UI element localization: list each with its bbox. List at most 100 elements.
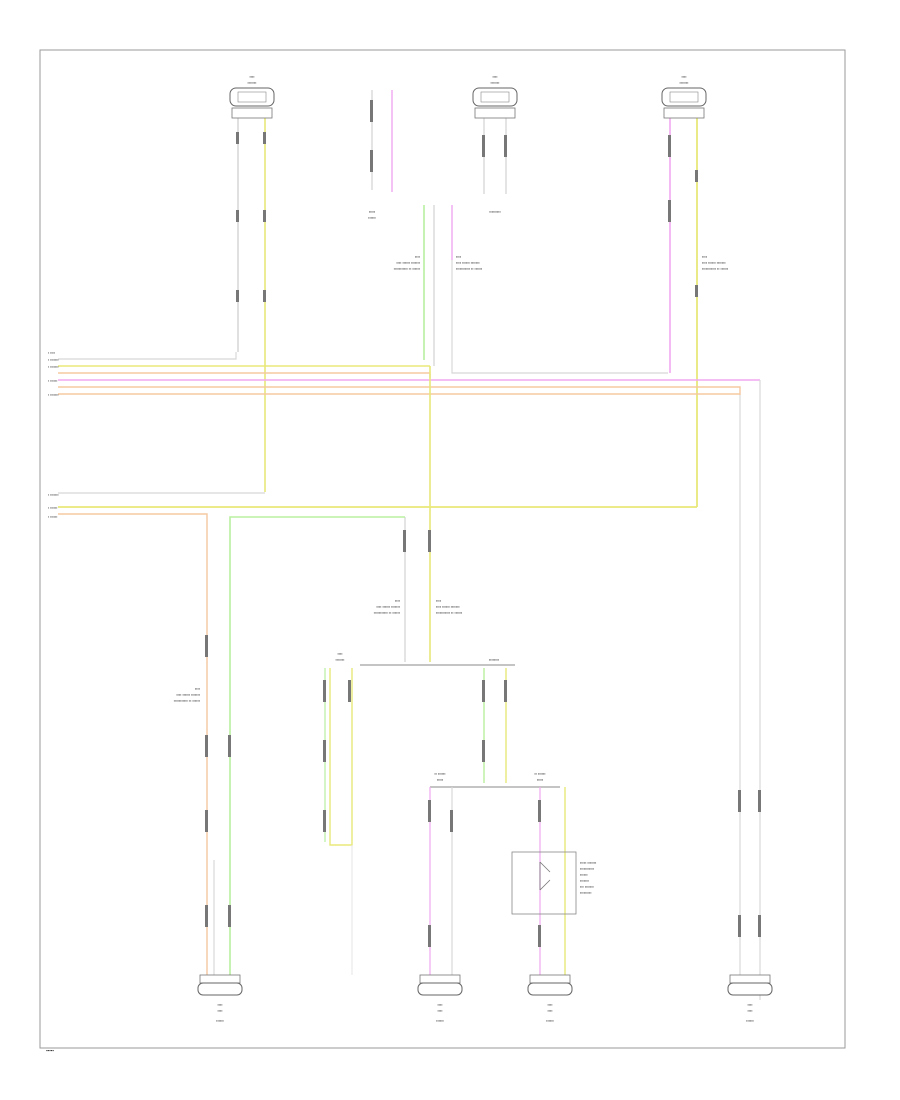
wire-tags (205, 100, 761, 947)
wire-tag-mark (695, 285, 698, 297)
switch-note-line-2: ▪▪▪▪▪▪▪▪▪▪▪ (580, 867, 594, 871)
wire-tag-mark (758, 790, 761, 812)
bottom-speaker-2-label-2: ▪▪▪▪ (437, 1009, 442, 1013)
harness-note-mid-line-2: ▪▪▪▪ ▪▪▪▪▪▪ ▪▪▪▪▪▪▪ (456, 261, 480, 265)
wire-tag-mark (758, 915, 761, 937)
wire-tag-mark (538, 925, 541, 947)
wire-yellow-junction-left (329, 668, 353, 846)
bottom-speaker-2-body (417, 982, 463, 996)
top-speaker-right-body (661, 87, 707, 107)
harness-note-right: ▪▪▪▪ ▪▪▪▪ ▪▪▪▪▪▪ ▪▪▪▪▪▪▪ ▪▪▪▪▪▪▪▪▪▪▪ ▪▪ … (702, 255, 728, 271)
harness-note-right-line-2: ▪▪▪▪ ▪▪▪▪▪▪ ▪▪▪▪▪▪▪ (702, 261, 726, 265)
bottom-speaker-1: ▪▪▪▪ ▪▪▪▪ ▪▪▪▪▪▪ (197, 974, 243, 1023)
harness-note-bottom-left: ▪▪▪▪ ▪▪▪▪ ▪▪▪▪▪▪ ▪▪▪▪▪▪▪ ▪▪▪▪▪▪▪▪▪▪▪ ▪▪ … (174, 687, 200, 703)
bus-upper-grey (58, 352, 237, 360)
switch-note-line-4: ▪▪▪▪▪▪▪ (580, 879, 589, 883)
harness-note-right-line-3: ▪▪▪▪▪▪▪▪▪▪▪ ▪▪ ▪▪▪▪▪▪ (702, 267, 728, 271)
top-speaker-right-label-1: ▪▪▪▪ (681, 75, 686, 79)
top-speaker-left: ▪▪▪▪ ▪▪▪▪▪▪▪ (229, 75, 275, 119)
bottom-speaker-2-label-1: ▪▪▪▪ (437, 1003, 442, 1007)
wire-tag-mark (738, 915, 741, 937)
footer-code: ▪▪▪▪▪ (46, 1048, 54, 1053)
wire-tag-mark (450, 810, 453, 832)
bottom-speaker-4-body (727, 982, 773, 996)
bus-upper-label-5: ▪ ▪▪▪▪▪▪▪ (48, 393, 59, 397)
wire-tag-mark (348, 680, 351, 702)
wire-tag-mark (738, 790, 741, 812)
wire-tag-mark (236, 132, 239, 144)
bus-upper-label-1: ▪ ▪▪▪▪ (48, 351, 55, 355)
top-speaker-center-label-2: ▪▪▪▪▪▪▪ (491, 81, 500, 85)
harness-note-left-line-1: ▪▪▪▪ (415, 255, 420, 259)
small-unit-left-label-2: ▪▪▪▪▪▪ (368, 216, 376, 220)
wire-tag-mark (205, 810, 208, 832)
wire-tag-mark (370, 150, 373, 172)
harness-note-center-left-line-1: ▪▪▪▪ (395, 599, 400, 603)
splice-right-label-1: ▪▪ ▪▪▪▪▪▪ (534, 772, 545, 776)
harness-note-center-right: ▪▪▪▪ ▪▪▪▪ ▪▪▪▪▪▪ ▪▪▪▪▪▪▪ ▪▪▪▪▪▪▪▪▪▪▪ ▪▪ … (436, 599, 462, 615)
top-speaker-left-connector (231, 107, 273, 119)
bottom-speaker-2: ▪▪▪▪ ▪▪▪▪ ▪▪▪▪▪▪ (417, 974, 463, 1023)
bus-upper-label-4: ▪ ▪▪▪▪▪▪ (48, 379, 57, 383)
bottom-speaker-1-label-1: ▪▪▪▪ (217, 1003, 222, 1007)
switch-note-line-1: ▪▪▪▪▪ ▪▪▪▪▪▪▪ (580, 861, 596, 865)
wire-tag-mark (263, 132, 266, 144)
top-speaker-right-connector (663, 107, 705, 119)
wire-tag-mark (504, 135, 507, 157)
small-unit-mid-label: ▪▪▪▪▪▪▪▪▪ (489, 210, 500, 214)
diagram-frame (39, 49, 846, 1049)
switch-note-line-5: ▪▪▪ ▪▪▪▪▪▪▪ (580, 885, 594, 889)
wire-tag-mark (482, 135, 485, 157)
bottom-speaker-3-label-1: ▪▪▪▪ (547, 1003, 552, 1007)
bottom-speaker-4: ▪▪▪▪ ▪▪▪▪ ▪▪▪▪▪▪ (727, 974, 773, 1023)
wire-tag-mark (205, 635, 208, 657)
bottom-speaker-1-connector (199, 974, 241, 984)
harness-note-center-left-line-3: ▪▪▪▪▪▪▪▪▪▪▪ ▪▪ ▪▪▪▪▪▪ (374, 611, 400, 615)
harness-note-center-left-line-2: ▪▪▪▪ ▪▪▪▪▪▪ ▪▪▪▪▪▪▪ (376, 605, 400, 609)
inline-filter-outline (511, 851, 577, 915)
wire-tag-mark (370, 100, 373, 122)
bottom-speaker-2-connector (419, 974, 461, 984)
wire-tag-mark (228, 905, 231, 927)
harness-note-center-right-line-3: ▪▪▪▪▪▪▪▪▪▪▪ ▪▪ ▪▪▪▪▪▪ (436, 611, 462, 615)
top-speaker-left-cone (237, 91, 267, 103)
wire-tag-mark (236, 210, 239, 222)
bottom-speaker-1-label-3: ▪▪▪▪▪▪ (216, 1019, 224, 1023)
splice-right-label-2: ▪▪▪▪▪ (537, 778, 543, 782)
harness-note-right-line-1: ▪▪▪▪ (702, 255, 707, 259)
bus-upper-label-3: ▪ ▪▪▪▪▪▪▪ (48, 365, 59, 369)
harness-note-center-right-line-1: ▪▪▪▪ (436, 599, 441, 603)
junction-left-label-1: ▪▪▪▪ (337, 652, 342, 656)
bus-lower-labels: ▪ ▪▪▪▪▪▪▪ ▪ ▪▪▪▪▪▪ ▪ ▪▪▪▪▪▪ (48, 493, 59, 519)
harness-note-bottom-left-line-3: ▪▪▪▪▪▪▪▪▪▪▪ ▪▪ ▪▪▪▪▪▪ (174, 699, 200, 703)
bottom-speaker-4-connector (729, 974, 771, 984)
bus-upper-orange-1 (58, 372, 431, 378)
top-speaker-right-label-2: ▪▪▪▪▪▪▪ (680, 81, 689, 85)
harness-note-mid-line-3: ▪▪▪▪▪▪▪▪▪▪▪ ▪▪ ▪▪▪▪▪▪ (456, 267, 482, 271)
wire-tag-mark (428, 800, 431, 822)
switch-note-line-6: ▪▪▪▪▪▪▪▪▪ (580, 891, 591, 895)
top-speaker-left-body (229, 87, 275, 107)
top-speaker-left-label-2: ▪▪▪▪▪▪▪ (248, 81, 257, 85)
harness-note-bottom-left-line-1: ▪▪▪▪ (195, 687, 200, 691)
wire-tag-mark (668, 135, 671, 157)
wire-tag-mark (205, 905, 208, 927)
bus-lower-label-3: ▪ ▪▪▪▪▪▪ (48, 515, 57, 519)
bottom-speaker-4-label-1: ▪▪▪▪ (747, 1003, 752, 1007)
wire-tag-mark (205, 735, 208, 757)
bus-upper-label-2: ▪ ▪▪▪▪▪▪▪ (48, 358, 59, 362)
junction-left-label-2: ▪▪▪▪▪▪▪ (336, 658, 345, 662)
wire-tag-mark (323, 680, 326, 702)
harness-note-center-right-line-2: ▪▪▪▪ ▪▪▪▪▪▪ ▪▪▪▪▪▪▪ (436, 605, 460, 609)
wire-tag-mark (323, 810, 326, 832)
wire-tag-mark (263, 290, 266, 302)
harness-note-mid: ▪▪▪▪ ▪▪▪▪ ▪▪▪▪▪▪ ▪▪▪▪▪▪▪ ▪▪▪▪▪▪▪▪▪▪▪ ▪▪ … (456, 255, 482, 271)
wire-tag-mark (323, 740, 326, 762)
bus-lower-label-2: ▪ ▪▪▪▪▪▪ (48, 506, 57, 510)
bottom-speaker-1-label-2: ▪▪▪▪ (217, 1009, 222, 1013)
wire-tag-mark (428, 530, 431, 552)
switch-note-line-3: ▪▪▪▪▪▪ (580, 873, 588, 877)
wire-layer (58, 90, 761, 1000)
splice-left-label-1: ▪▪ ▪▪▪▪▪▪ (434, 772, 445, 776)
